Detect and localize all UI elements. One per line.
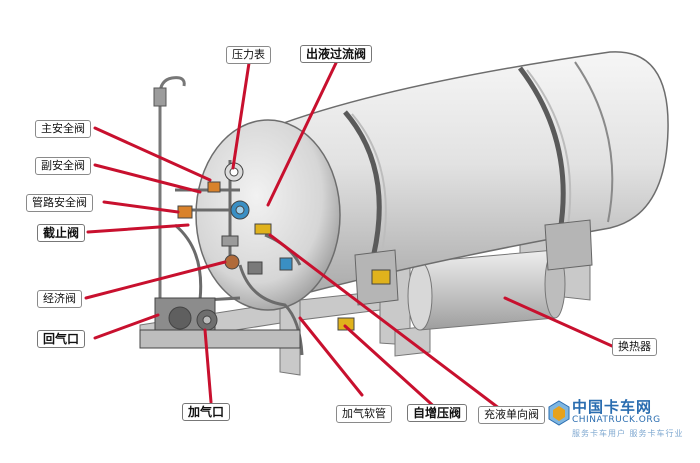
- label-economizer-valve: 经济阀: [37, 290, 82, 308]
- label-liquid-valve: 出液过流阀: [300, 45, 373, 63]
- label-main-safety-valve: 主安全阀: [35, 120, 91, 138]
- label-pipeline-safety-valve: 管路安全阀: [26, 194, 93, 212]
- label-secondary-safety-valve: 副安全阀: [35, 157, 91, 175]
- watermark-tagline: 服务卡车用户 服务卡车行业: [572, 429, 684, 438]
- label-heat-exchanger: 换热器: [612, 338, 657, 356]
- label-check-valve: 充液单向阀: [478, 406, 545, 424]
- label-pressure-booster-valve: 自增压阀: [407, 404, 468, 422]
- valve-cluster: [177, 162, 391, 331]
- leader-lines: [84, 61, 614, 417]
- watermark-name: 中国卡车网: [572, 398, 653, 416]
- watermark-url: CHINATRUCK.ORG: [572, 415, 661, 425]
- label-return-port: 回气口: [37, 330, 86, 348]
- watermark: 中国卡车网 CHINATRUCK.ORG 服务卡车用户 服务卡车行业: [548, 396, 696, 446]
- label-pressure-gauge: 压力表: [226, 46, 271, 64]
- truck-logo-icon: [548, 400, 570, 426]
- label-stop-valve: 截止阀: [37, 224, 86, 242]
- label-fill-hose: 加气软管: [336, 405, 392, 423]
- label-fill-port: 加气口: [182, 403, 231, 421]
